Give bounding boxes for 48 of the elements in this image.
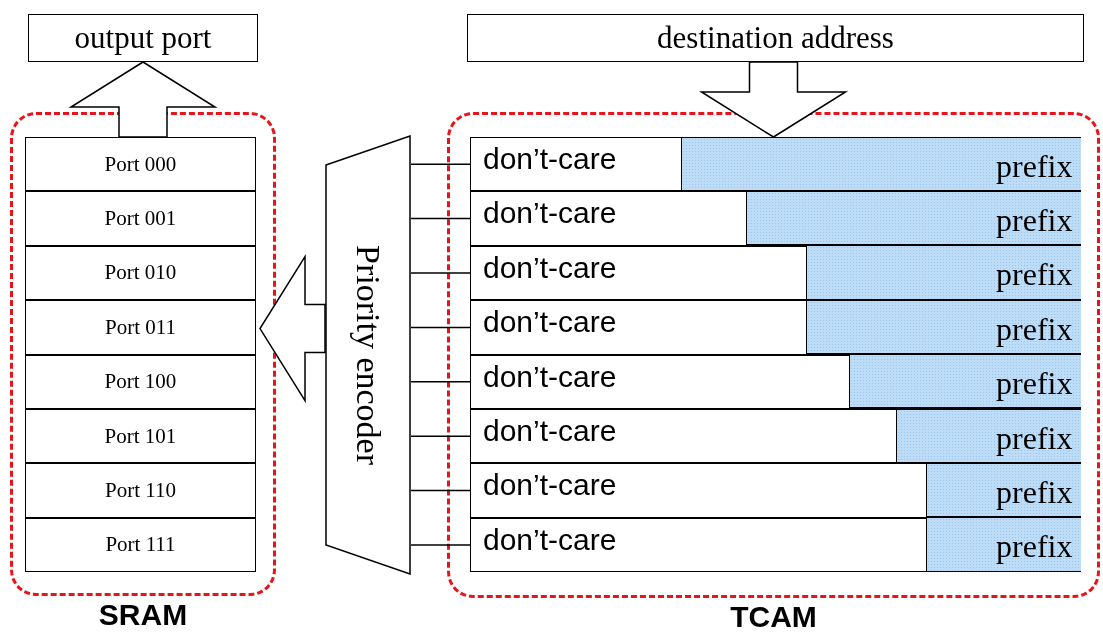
- memory-cell: Port 101: [25, 409, 256, 464]
- field-label: don’t-care: [483, 142, 617, 176]
- field-label: don’t-care: [483, 305, 617, 340]
- memory-cell: Port 011: [25, 300, 256, 355]
- prefix-segment: prefix: [806, 299, 1081, 355]
- connector-line: [410, 326, 471, 329]
- table-row: [470, 191, 1081, 246]
- table-row: [470, 300, 1081, 355]
- prefix-segment: prefix: [849, 354, 1081, 409]
- memory-cell: Port 100: [25, 354, 256, 409]
- memory-cell: Port 010: [25, 245, 256, 301]
- prefix-segment: prefix: [806, 245, 1081, 300]
- label-box: output port: [28, 14, 258, 62]
- prefix-segment: prefix: [926, 517, 1081, 572]
- block-arrow: [68, 61, 218, 138]
- connector-line: [410, 381, 471, 383]
- memory-cell: Port 110: [25, 463, 256, 518]
- prefix-segment: prefix: [896, 408, 1081, 463]
- connector-line: [410, 544, 471, 546]
- prefix-segment: prefix: [926, 462, 1081, 518]
- block-arrow: [259, 254, 326, 404]
- table-row: [470, 463, 1081, 518]
- table-row: [470, 517, 1081, 573]
- field-label: don’t-care: [483, 196, 617, 231]
- memory-cell: Port 000: [25, 137, 256, 192]
- field-label: don’t-care: [483, 359, 617, 394]
- connector-line: [410, 435, 471, 437]
- table-row: [470, 137, 1081, 192]
- block-label: Priority encoder: [349, 245, 387, 465]
- table-row: [470, 409, 1081, 464]
- field-label: don’t-care: [483, 250, 617, 285]
- prefix-segment: prefix: [746, 190, 1081, 246]
- table-row: [470, 354, 1081, 409]
- label-box: destination address: [467, 14, 1084, 62]
- field-label: don’t-care: [483, 468, 617, 503]
- field-label: don’t-care: [483, 522, 617, 557]
- connector-line: [410, 163, 471, 165]
- connector-line: [410, 489, 471, 492]
- field-label: don’t-care: [483, 414, 617, 448]
- memory-cell: Port 111: [25, 517, 256, 573]
- group-title: TCAM: [729, 600, 818, 634]
- connector-line: [410, 217, 471, 220]
- memory-cell: Port 001: [25, 191, 256, 246]
- connector-line: [410, 272, 471, 274]
- group-title: SRAM: [97, 598, 189, 632]
- prefix-segment: prefix: [681, 136, 1081, 191]
- block-arrow: [698, 61, 849, 138]
- table-row: [470, 245, 1081, 301]
